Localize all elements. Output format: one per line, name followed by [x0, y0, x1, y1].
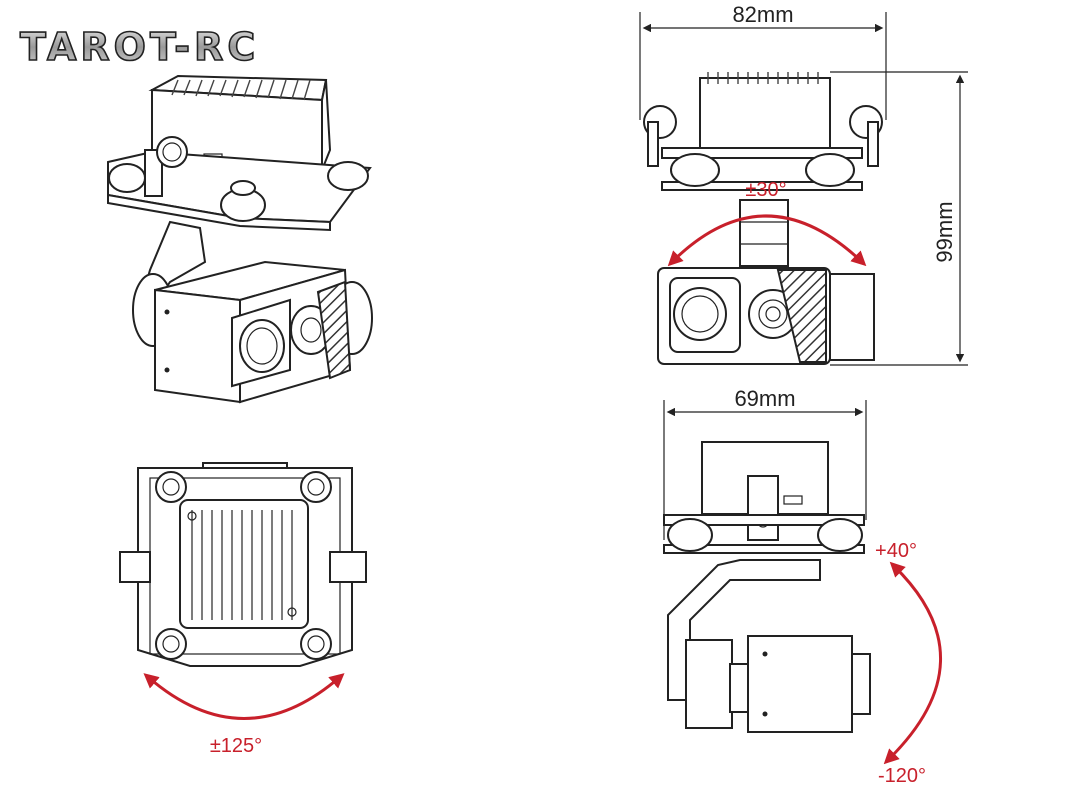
tilt-down-label: -120° — [878, 765, 926, 787]
top-width-label: 82mm — [732, 2, 793, 27]
tilt-range-arrow — [883, 561, 942, 765]
brand-logo: TAROT-RC — [20, 25, 259, 69]
pan-range-arrow — [143, 673, 345, 720]
side-view: 69mm +40° -120° — [663, 386, 942, 787]
front-view: 82mm 99mm — [639, 2, 968, 366]
tilt-up-label: +40° — [875, 540, 917, 562]
roll-range-arrow — [667, 214, 867, 267]
isometric-view — [107, 74, 373, 404]
side-width-label: 69mm — [734, 386, 795, 411]
height-label: 99mm — [932, 201, 957, 262]
roll-angle-label: ±30° — [745, 179, 786, 201]
bottom-view: ±125° — [119, 462, 367, 757]
pan-angle-label: ±125° — [210, 735, 262, 757]
